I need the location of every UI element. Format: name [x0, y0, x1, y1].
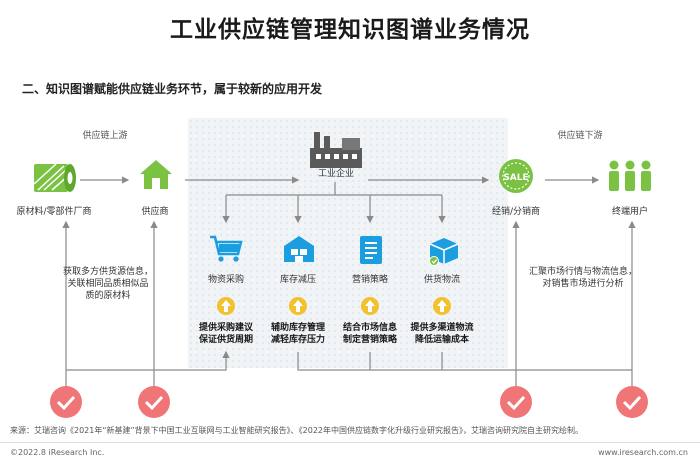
footer-copyright: ©2022.8 iResearch Inc. [10, 448, 105, 457]
benefit-line: 降低运输成本 [414, 335, 469, 345]
right-description: 汇聚市场行情与物流信息， 对销售市场进行分析 [518, 266, 648, 290]
left-description: 获取多方供货源信息， 关联相同品质相似品 质的原材料 [48, 266, 168, 302]
delivery-boxes-icon [429, 238, 459, 266]
process-label-inventory: 库存减压 [279, 275, 316, 285]
sale-badge-icon: SALE [499, 159, 533, 193]
fabric-roll-icon [33, 163, 76, 192]
section-subtitle: 二、知识图谱赋能供应链业务环节，属于较新的应用开发 [22, 82, 323, 96]
enterprise-label: 工业企业 [317, 169, 354, 179]
document-list-icon [360, 236, 382, 264]
process-label-procurement: 物资采购 [207, 275, 244, 285]
benefit-line: 减轻库存压力 [270, 335, 325, 345]
warehouse-icon [284, 236, 314, 262]
check-circle-icon [50, 386, 82, 418]
left-desc-line: 关联相同品质相似品 [67, 279, 149, 289]
house-icon [140, 160, 172, 189]
left-desc-line: 质的原材料 [85, 291, 131, 301]
factory-icon [310, 132, 362, 168]
footer-website: www.iresearch.com.cn [598, 448, 688, 457]
right-desc-line: 汇聚市场行情与物流信息， [528, 267, 637, 277]
up-arrow-circle-icon [289, 297, 307, 315]
benefit-logistics: 提供多渠道物流 降低运输成本 [397, 322, 487, 346]
right-desc-line: 对销售市场进行分析 [542, 279, 624, 289]
shopping-cart-icon [210, 235, 243, 262]
benefit-line: 辅助库存管理 [270, 323, 325, 333]
source-note: 来源：艾瑞咨询《2021年“新基建”背景下中国工业互联网与工业智能研究报告》、《… [10, 426, 584, 435]
up-arrow-circle-icon [217, 297, 235, 315]
process-label-marketing: 营销策略 [351, 275, 388, 285]
check-circle-icon [500, 386, 532, 418]
process-label-logistics: 供货物流 [423, 275, 460, 285]
benefit-inventory: 辅助库存管理 减轻库存压力 [253, 322, 343, 346]
sale-badge-text: SALE [503, 173, 528, 183]
left-desc-line: 获取多方供货源信息， [62, 267, 153, 277]
loop-left-bottom [66, 350, 230, 371]
raw-material-label: 原材料/零部件厂商 [16, 207, 92, 217]
benefit-line: 提供采购建议 [198, 323, 253, 333]
people-icon [609, 160, 651, 191]
loop-right-bottom [297, 352, 632, 371]
end-user-label: 终端用户 [611, 207, 648, 217]
distributor-label: 经销/分销商 [491, 207, 541, 217]
benefit-line: 结合市场信息 [342, 323, 397, 333]
check-circle-icon [138, 386, 170, 418]
check-circle-icon [616, 386, 648, 418]
footer-divider [0, 442, 700, 443]
benefit-line: 制定营销策略 [342, 335, 397, 345]
upstream-label: 供应链上游 [82, 131, 128, 141]
benefit-line: 提供多渠道物流 [410, 323, 474, 333]
benefit-marketing: 结合市场信息 制定营销策略 [325, 322, 415, 346]
benefit-line: 保证供货周期 [198, 335, 253, 345]
up-arrow-circle-icon [361, 297, 379, 315]
up-arrow-circle-icon [433, 297, 451, 315]
downstream-label: 供应链下游 [557, 131, 603, 141]
page-title: 工业供应链管理知识图谱业务情况 [170, 17, 530, 43]
benefit-procurement: 提供采购建议 保证供货周期 [181, 322, 271, 346]
supplier-label: 供应商 [141, 207, 169, 217]
